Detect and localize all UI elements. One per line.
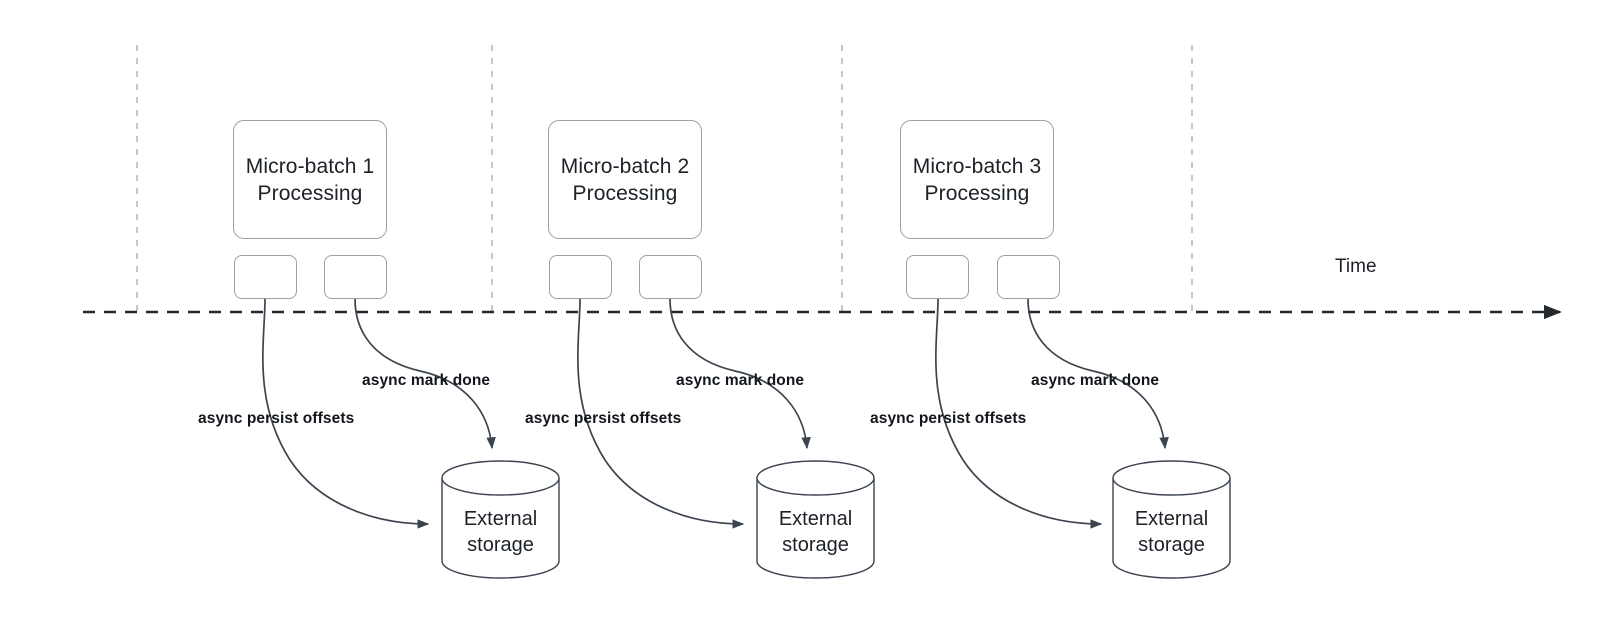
edge-persist-2 [577, 298, 745, 529]
edge-persist-3-label: async persist offsets [870, 410, 1027, 427]
micro-batch-2-process-label: Micro-batch 2 Processing [560, 154, 690, 205]
edge-mark-2-label: async mark done [676, 372, 805, 389]
tick-3-right-box[interactable] [997, 255, 1060, 299]
tick-1-left-box[interactable] [234, 255, 297, 299]
micro-batch-3-process-box[interactable]: Micro-batch 3 Processing [900, 120, 1054, 239]
edge-mark-3 [1027, 298, 1169, 450]
micro-batch-3-process-label: Micro-batch 3 Processing [912, 154, 1042, 205]
external-storage-3-label: External storage [1134, 508, 1209, 556]
edge-mark-1 [354, 298, 496, 450]
edge-persist-2-label: async persist offsets [525, 410, 682, 427]
external-storage-3 [1112, 460, 1231, 579]
tick-1-right-box[interactable] [324, 255, 387, 299]
tick-3-left-box[interactable] [906, 255, 969, 299]
micro-batch-1-process-box[interactable]: Micro-batch 1 Processing [233, 120, 387, 239]
external-storage-1 [441, 460, 560, 579]
tick-2-right-box[interactable] [639, 255, 702, 299]
edge-persist-3 [935, 298, 1103, 529]
edge-persist-1 [262, 298, 430, 529]
edge-mark-3-label: async mark done [1031, 372, 1160, 389]
external-storage-2 [756, 460, 875, 579]
edge-persist-1-label: async persist offsets [198, 410, 355, 427]
tick-2-left-box[interactable] [549, 255, 612, 299]
edge-mark-1-label: async mark done [362, 372, 491, 389]
edge-mark-2 [669, 298, 811, 450]
external-storage-1-label: External storage [463, 508, 538, 556]
external-storage-2-label: External storage [778, 508, 853, 556]
time-axis-label: Time [1335, 256, 1377, 277]
micro-batch-1-process-label: Micro-batch 1 Processing [245, 154, 375, 205]
micro-batch-2-process-box[interactable]: Micro-batch 2 Processing [548, 120, 702, 239]
